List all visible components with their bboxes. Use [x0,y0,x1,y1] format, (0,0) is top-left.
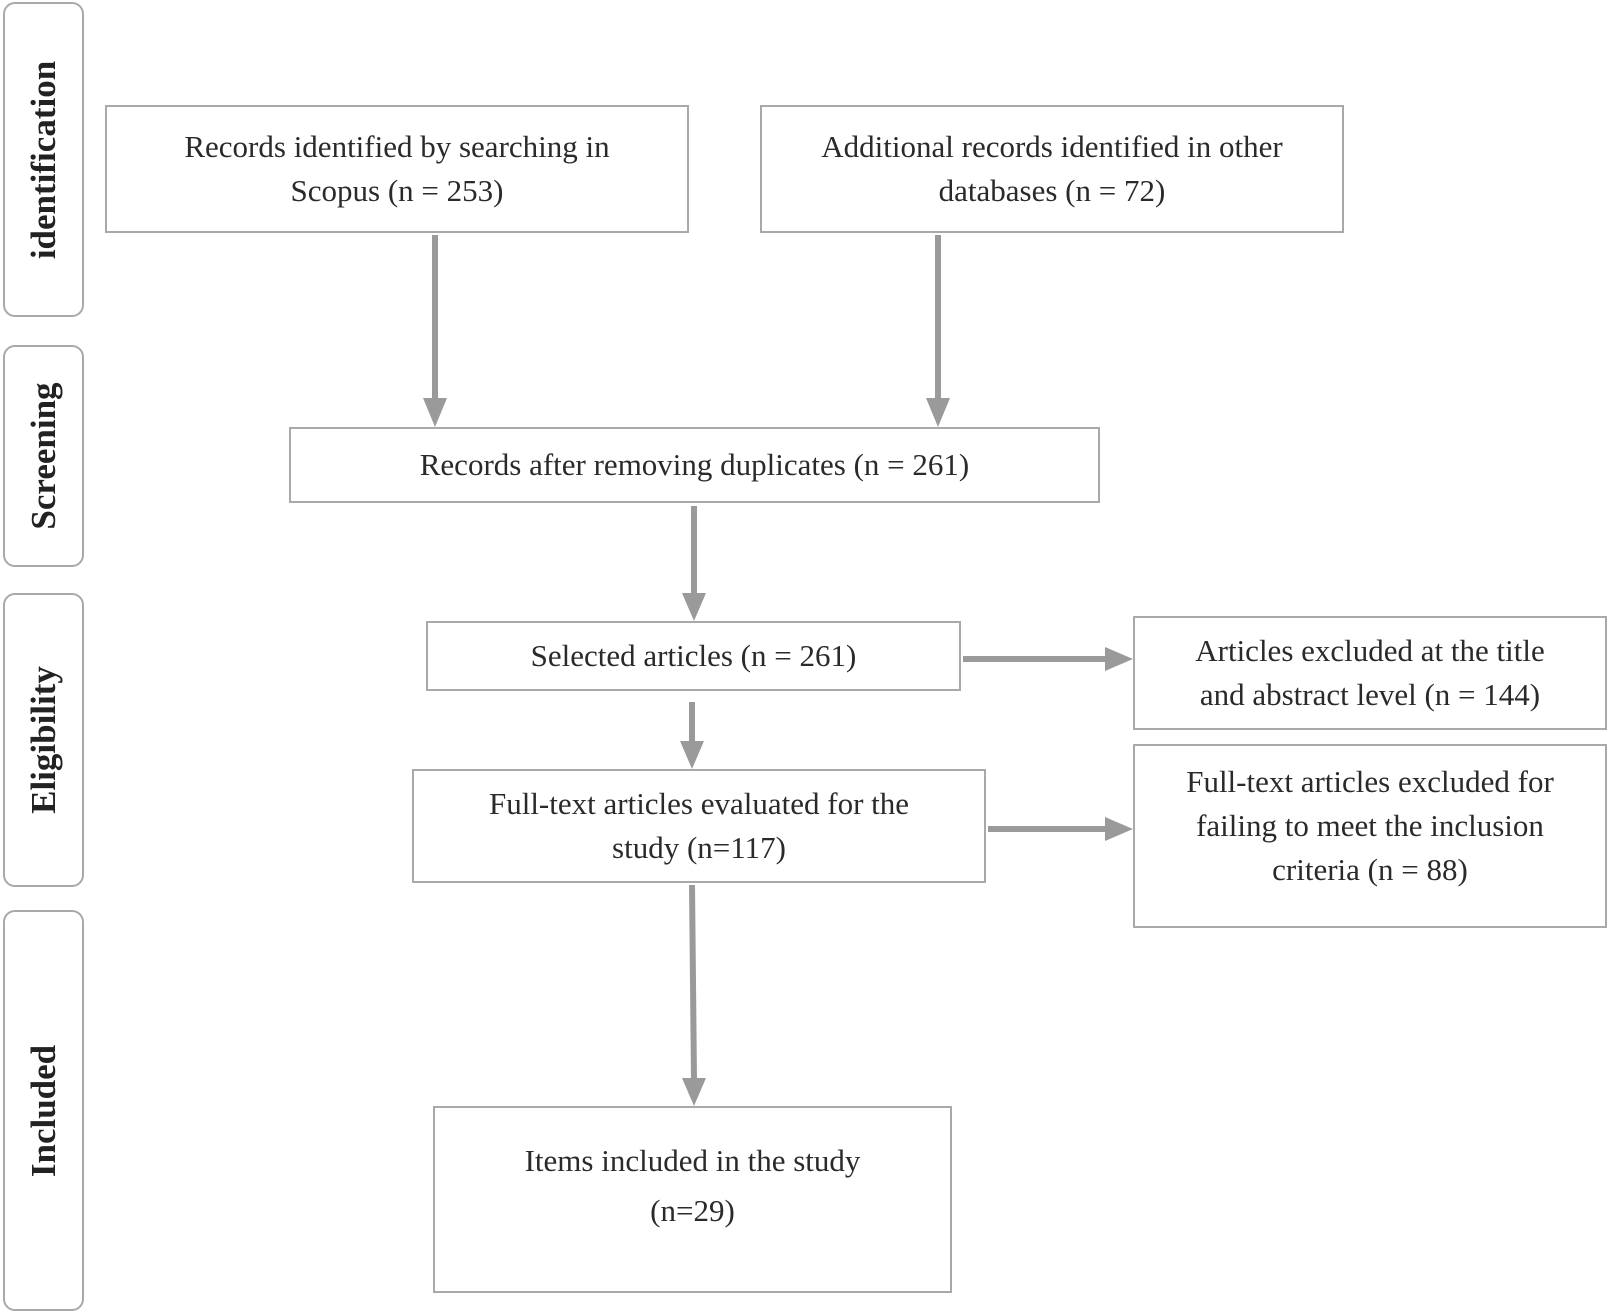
phase-included: Included [3,910,84,1311]
box-other-database-records-line1: Additional records identified in other [821,129,1283,164]
box-included-items: Items included in the study (n=29) [433,1106,952,1293]
box-full-text-evaluated-line2: study (n=117) [612,830,786,865]
box-scopus-records-line1: Records identified by searching in [184,129,610,164]
box-full-text-excluded-line2: failing to meet the inclusion [1196,808,1544,843]
box-records-after-duplicates-line1: Records after removing duplicates (n = 2… [419,447,970,482]
arrow-scopus-to-duplicates-head [423,398,447,427]
arrow-fulltext-to-excluded-head [1105,817,1133,841]
arrow-fulltext-to-included-head [682,1078,706,1106]
box-full-text-evaluated: Full-text articles evaluated for the stu… [412,769,986,883]
phase-screening: Screening [3,345,84,567]
box-full-text-excluded: Full-text articles excluded for failing … [1133,744,1607,928]
phase-eligibility: Eligibility [3,593,84,887]
box-excluded-title-abstract-line1: Articles excluded at the title [1195,633,1545,668]
arrow-duplicates-to-selected-head [682,593,706,621]
box-other-database-records: Additional records identified in other d… [760,105,1344,233]
box-records-after-duplicates: Records after removing duplicates (n = 2… [289,427,1100,503]
box-full-text-excluded-line1: Full-text articles excluded for [1186,764,1554,799]
arrow-fulltext-to-included-shaft [689,884,697,1081]
box-full-text-excluded-line3: criteria (n = 88) [1272,852,1468,887]
box-scopus-records: Records identified by searching in Scopu… [105,105,689,233]
box-selected-articles-line1: Selected articles (n = 261) [530,638,857,673]
box-other-database-records-line2: databases (n = 72) [938,173,1166,208]
arrow-selected-to-excluded-head [1105,647,1133,671]
box-selected-articles: Selected articles (n = 261) [426,621,961,691]
box-included-items-line2: (n=29) [650,1193,735,1228]
phase-identification: identification [3,2,84,317]
box-full-text-evaluated-line1: Full-text articles evaluated for the [488,786,910,821]
box-excluded-title-abstract: Articles excluded at the title and abstr… [1133,616,1607,730]
arrow-selected-to-fulltext-head [680,741,704,769]
box-scopus-records-line2: Scopus (n = 253) [290,173,504,208]
box-included-items-line1: Items included in the study [524,1143,861,1178]
arrow-other-to-duplicates-head [926,398,950,427]
box-excluded-title-abstract-line2: and abstract level (n = 144) [1199,677,1541,712]
